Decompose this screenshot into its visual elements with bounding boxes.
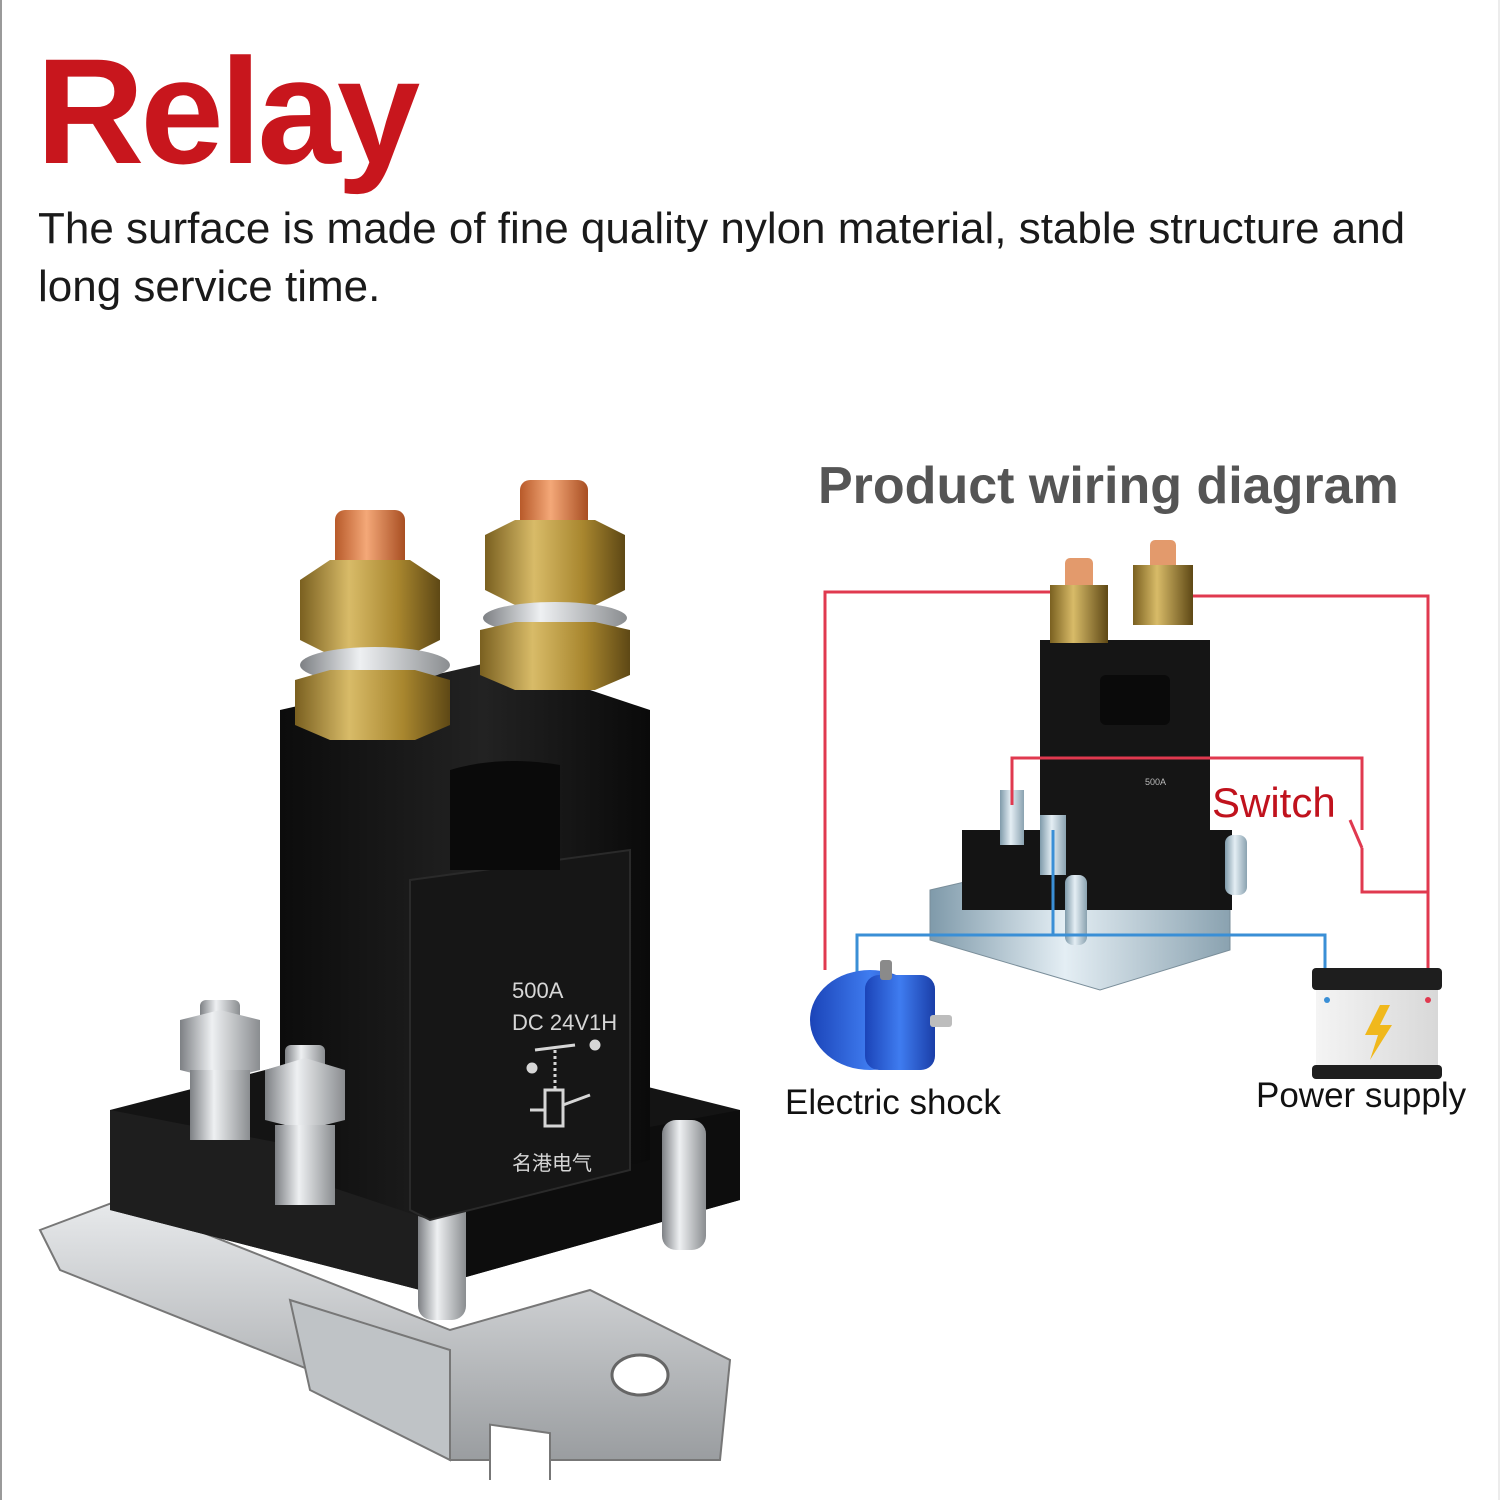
relay-product-image: 500A DC 24V1H 名港电气 [38,480,740,1480]
main-terminal-left [295,510,450,740]
power-supply-label: Power supply [1256,1076,1467,1115]
svg-text:DC 24V1H: DC 24V1H [512,1010,617,1035]
battery-icon [1312,968,1442,1079]
left-border [0,0,2,1500]
relay-body [280,660,650,1222]
svg-text:500A: 500A [1145,777,1166,787]
svg-text:名港电气: 名港电气 [512,1152,592,1175]
main-terminal-right [480,480,630,690]
coil-terminal-2 [265,1045,345,1205]
mounting-bracket [38,1198,732,1480]
product-title: Relay [36,27,420,195]
product-description: The surface is made of fine quality nylo… [38,204,1406,311]
motor-icon [810,960,952,1070]
wiring-diagram: 500A [810,540,1442,1079]
positive-wires [823,590,1430,970]
negative-wires [855,830,1327,980]
wiring-diagram-title: Product wiring diagram [818,457,1399,515]
diagram-relay: 500A [929,540,1247,991]
switch-label: Switch [1212,779,1336,826]
load-label: Electric shock [785,1083,1001,1122]
coil-terminal-1 [180,1000,260,1140]
relay-label-printing: 500A DC 24V1H 名港电气 [512,978,617,1175]
svg-text:500A: 500A [512,978,564,1003]
right-border [1498,0,1500,1500]
